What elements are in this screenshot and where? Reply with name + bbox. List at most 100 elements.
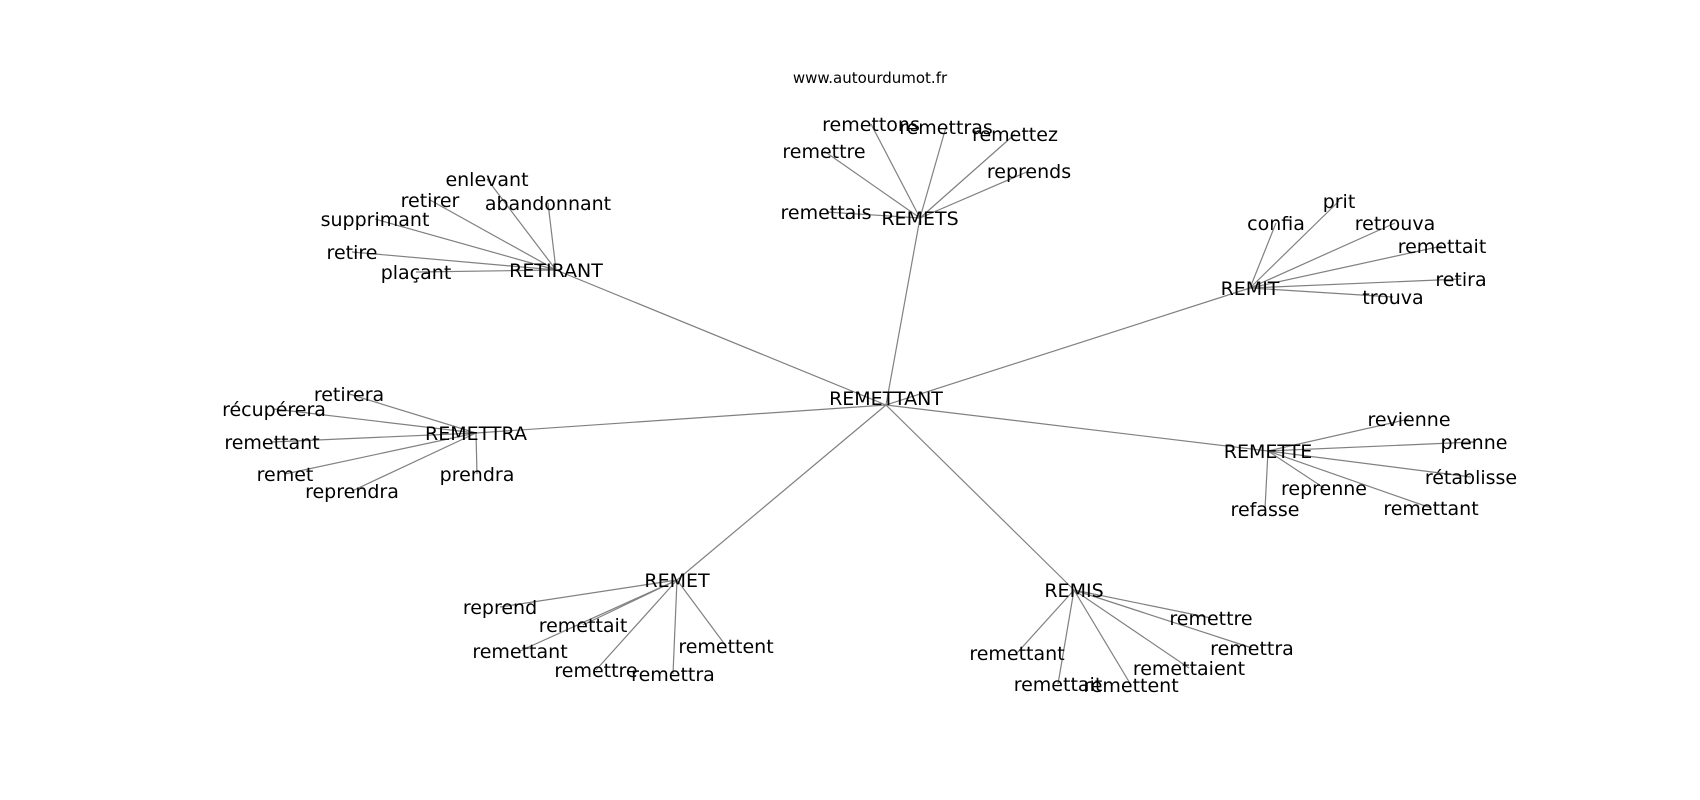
edge-center-hub <box>676 404 887 581</box>
edge-hub-leaf <box>374 218 557 271</box>
edge-hub-leaf <box>870 123 921 219</box>
leaf-node: retire <box>327 242 378 264</box>
leaf-node: remettez <box>972 124 1058 146</box>
leaf-node: remettait <box>1014 674 1103 696</box>
leaf-node: remettais <box>780 202 871 224</box>
edge-hub-leaf <box>1267 450 1325 489</box>
leaf-node: remettent <box>678 636 773 658</box>
leaf-node: remettre <box>554 660 637 682</box>
leaf-node: confia <box>1247 213 1305 235</box>
leaf-node: rétablisse <box>1425 467 1517 489</box>
leaf-node: remettra <box>631 664 715 686</box>
leaf-node: remettras <box>899 117 993 139</box>
leaf-node: reprendra <box>305 481 399 503</box>
hub-node: REMIS <box>1044 580 1103 602</box>
edge-hub-leaf <box>1264 450 1269 510</box>
edge-hub-leaf <box>1267 441 1475 452</box>
leaf-node: refasse <box>1231 499 1300 521</box>
edge-hub-leaf <box>1267 450 1432 509</box>
edge-center-hub <box>885 404 1269 452</box>
hub-node: RETIRANT <box>509 260 603 282</box>
edge-center-hub <box>885 217 921 406</box>
edge-hub-leaf <box>351 432 477 492</box>
leaf-node: remettait <box>1398 236 1487 258</box>
edge-hub-leaf <box>271 432 477 443</box>
leaf-node: remet <box>257 464 314 486</box>
edge-hub-leaf <box>1249 222 1277 289</box>
edge-hub-leaf <box>499 579 678 608</box>
edge-hub-leaf <box>415 269 557 273</box>
labels: www.autourdumot.fr REMETTANT REMETS remet… <box>222 69 1517 697</box>
edge-hub-leaf <box>519 579 678 652</box>
leaf-node: revienne <box>1367 409 1450 431</box>
leaf-node: plaçant <box>381 262 452 284</box>
leaf-node: supprimant <box>321 209 430 231</box>
leaf-node: remettra <box>1210 638 1294 660</box>
leaf-node: remettaient <box>1133 658 1245 680</box>
edge-hub-leaf <box>825 211 921 219</box>
edge-hub-leaf <box>1073 589 1190 669</box>
edge-hub-leaf <box>284 432 477 475</box>
edge-hub-leaf <box>919 126 947 219</box>
edge-hub-leaf <box>351 251 557 271</box>
edge-hub-leaf <box>1016 589 1075 654</box>
edge-hub-leaf <box>348 393 477 434</box>
edge-hub-leaf <box>1267 418 1410 452</box>
edge-hub-leaf <box>1267 450 1472 478</box>
leaf-node: reprends <box>987 161 1071 183</box>
site-url: www.autourdumot.fr <box>793 69 948 87</box>
leaf-node: remettent <box>1083 675 1178 697</box>
leaf-node: enlevant <box>445 169 528 191</box>
leaf-node: remettait <box>539 615 628 637</box>
hub-node: REMETTRA <box>425 423 527 445</box>
edge-hub-leaf <box>1249 278 1462 289</box>
edge-hub-leaf <box>486 178 557 271</box>
leaf-node: trouva <box>1362 287 1423 309</box>
leaf-node: remettant <box>1383 498 1478 520</box>
leaf-node: retira <box>1435 269 1486 291</box>
leaf-node: prendra <box>440 464 515 486</box>
edge-hub-leaf <box>1249 222 1396 289</box>
leaf-node: récupérera <box>222 399 326 421</box>
leaf-node: reprenne <box>1281 478 1367 500</box>
edge-center-hub <box>555 269 887 406</box>
edge-hub-leaf <box>273 408 477 434</box>
edge-hub-leaf <box>1249 200 1340 289</box>
edge-hub-leaf <box>1249 287 1394 298</box>
edge-center-hub <box>475 404 887 434</box>
edge-center-hub <box>885 404 1075 591</box>
edge-hub-leaf <box>676 579 727 647</box>
center-node: REMETTANT <box>829 388 943 410</box>
leaf-node: remettre <box>1169 608 1252 630</box>
edge-hub-leaf <box>823 150 921 219</box>
edge-hub-leaf <box>475 432 478 475</box>
hub-node: REMIT <box>1221 278 1280 300</box>
leaf-node: retrouva <box>1355 213 1435 235</box>
leaf-node: remettant <box>472 641 567 663</box>
hub-node: REMET <box>644 570 710 592</box>
leaf-node: retirer <box>401 190 460 212</box>
leaf-node: abandonnant <box>485 193 611 215</box>
edge-hub-leaf <box>1073 589 1253 649</box>
hub-node: REMETS <box>881 208 958 230</box>
leaf-node: prenne <box>1441 432 1508 454</box>
edge-center-hub <box>885 287 1251 406</box>
leaf-node: retirera <box>314 384 384 406</box>
edge-hub-leaf <box>595 579 678 671</box>
leaf-node: remettant <box>224 432 319 454</box>
edges <box>271 123 1475 686</box>
leaf-node: prit <box>1323 191 1356 213</box>
leaf-node: remettre <box>782 141 865 163</box>
edge-hub-leaf <box>919 170 1030 219</box>
edge-hub-leaf <box>1073 589 1212 619</box>
edge-hub-leaf <box>1249 245 1443 289</box>
hub-node: REMETTE <box>1224 441 1313 463</box>
edge-hub-leaf <box>547 202 557 271</box>
edge-hub-leaf <box>1073 589 1132 686</box>
leaf-node: remettons <box>822 114 920 136</box>
leaf-node: remettant <box>969 643 1064 665</box>
edge-hub-leaf <box>672 579 678 675</box>
leaf-node: reprend <box>463 597 537 619</box>
